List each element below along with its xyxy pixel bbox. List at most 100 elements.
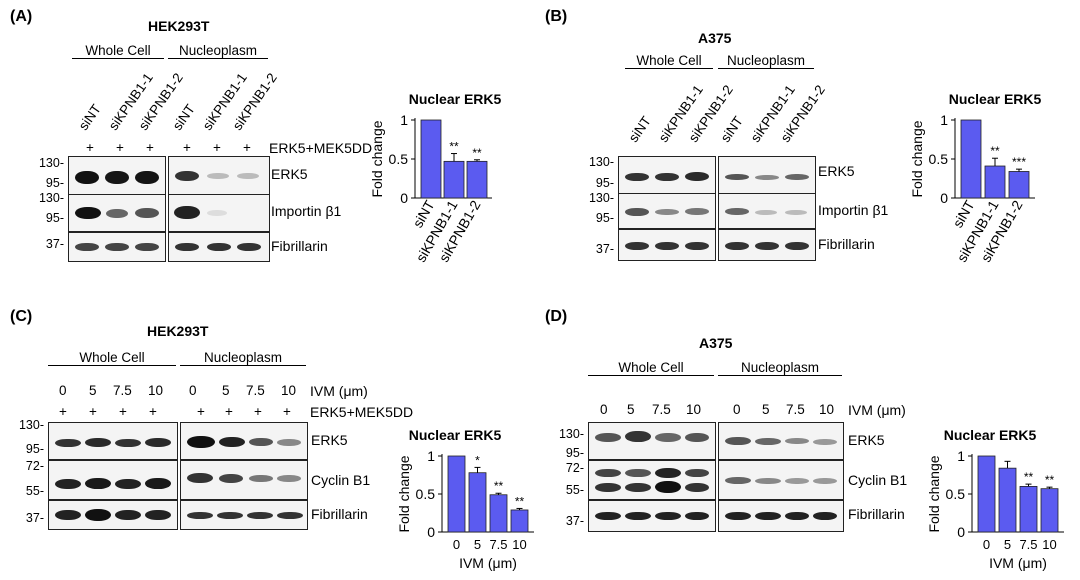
y-axis-label: Fold change — [369, 120, 385, 197]
dose-label: 10 — [281, 383, 297, 398]
plus-sign: + — [197, 404, 205, 419]
significance-label: ** — [1024, 470, 1034, 484]
chart-title: Nuclear ERK5 — [409, 91, 502, 107]
mw-marker: 95- — [565, 446, 584, 460]
x-axis-label: IVM (μm) — [459, 555, 517, 571]
plus-sign: + — [86, 140, 94, 155]
mw-marker: 37- — [565, 514, 584, 528]
lane-label: siNT — [625, 113, 654, 145]
mw-marker: 130- — [558, 427, 584, 441]
nucleoplasm-header: Nucleoplasm — [180, 350, 306, 366]
dose-label: 0 — [733, 402, 741, 417]
significance-label: ** — [990, 144, 1000, 158]
dose-label: 10 — [148, 383, 164, 398]
mw-marker: 95- — [25, 442, 44, 456]
western-blot — [618, 156, 716, 194]
y-tick-label: 0.5 — [416, 486, 436, 502]
protein-label: ERK5 — [848, 432, 885, 448]
significance-label: ** — [515, 494, 525, 508]
dose-label: 0 — [189, 383, 197, 398]
y-tick-label: 0.5 — [946, 486, 966, 502]
dose-label: 0 — [600, 402, 608, 417]
mw-marker: 55- — [565, 483, 584, 497]
significance-label: ** — [472, 146, 482, 160]
dose-label: 5 — [89, 383, 97, 398]
plus-sign: + — [59, 404, 67, 419]
western-blot — [180, 500, 308, 530]
dose-label: 10 — [819, 402, 835, 417]
protein-label: Fibrillarin — [848, 506, 905, 522]
cell-line-title: A375 — [698, 30, 732, 46]
treatment-label: ERK5+MEK5DD — [269, 140, 373, 156]
significance-label: ** — [494, 479, 504, 493]
treatment-label: ERK5+MEK5DD — [310, 404, 414, 420]
x-tick-label: 0 — [983, 537, 990, 552]
protein-label: ERK5 — [311, 432, 348, 448]
panel-letter: (C) — [10, 308, 33, 325]
protein-label: Importin β1 — [271, 203, 342, 219]
bar — [977, 455, 996, 533]
dose-label: 7.5 — [652, 402, 671, 417]
x-tick-label: 7.5 — [1019, 537, 1037, 552]
dose-label: 10 — [686, 402, 702, 417]
western-blot — [618, 229, 716, 261]
x-tick-label: 5 — [474, 537, 481, 552]
dose-label: 7.5 — [113, 383, 132, 398]
western-blot — [588, 422, 716, 460]
nucleoplasm-header: Nucleoplasm — [168, 43, 268, 59]
western-blot — [718, 460, 844, 500]
x-tick-label: 10 — [1042, 537, 1056, 552]
mw-marker: 72- — [25, 459, 44, 473]
western-blot — [718, 156, 816, 194]
protein-label: ERK5 — [818, 163, 855, 179]
nucleoplasm-header: Nucleoplasm — [718, 53, 814, 69]
western-blot — [180, 460, 308, 500]
mw-marker: 130- — [18, 418, 44, 432]
western-blot — [68, 232, 166, 262]
plus-sign: + — [283, 404, 291, 419]
dose-label: 5 — [627, 402, 635, 417]
plus-sign: + — [116, 140, 124, 155]
western-blot — [588, 460, 716, 500]
bar — [420, 119, 442, 199]
mw-marker: 55- — [25, 484, 44, 498]
western-blot — [168, 232, 270, 262]
bar — [443, 160, 465, 199]
bar — [468, 472, 487, 533]
chart-title: Nuclear ERK5 — [409, 427, 502, 443]
plus-sign: + — [149, 404, 157, 419]
significance-label: ** — [449, 140, 459, 154]
nucleoplasm-header: Nucleoplasm — [718, 360, 842, 376]
bar — [1008, 171, 1030, 199]
mw-marker: 130- — [588, 155, 614, 169]
bar — [998, 467, 1017, 533]
plus-sign: + — [89, 404, 97, 419]
y-tick-label: 1 — [400, 112, 408, 128]
dose-label: 0 — [59, 383, 67, 398]
y-tick-label: 0 — [400, 190, 408, 206]
western-blot — [718, 229, 816, 261]
whole-cell-header: Whole Cell — [588, 360, 714, 376]
western-blot — [588, 500, 716, 532]
plus-sign: + — [146, 140, 154, 155]
protein-label: Cyclin B1 — [848, 472, 908, 488]
x-axis-label: IVM (μm) — [989, 555, 1047, 571]
western-blot — [718, 193, 816, 229]
mw-marker: 95- — [595, 176, 614, 190]
x-tick-label: 5 — [1004, 537, 1011, 552]
western-blot — [718, 500, 844, 532]
bar — [1040, 488, 1059, 533]
mw-marker: 95- — [595, 211, 614, 225]
mw-marker: 130- — [38, 156, 64, 170]
western-blot — [68, 194, 166, 232]
panel-letter: (D) — [545, 308, 568, 325]
protein-label: Importin β1 — [818, 202, 889, 218]
dose-label: 5 — [222, 383, 230, 398]
plus-sign: + — [254, 404, 262, 419]
protein-label: Cyclin B1 — [311, 472, 371, 488]
lane-label: siNT — [169, 101, 198, 133]
whole-cell-header: Whole Cell — [48, 350, 176, 366]
significance-label: * — [475, 453, 480, 467]
